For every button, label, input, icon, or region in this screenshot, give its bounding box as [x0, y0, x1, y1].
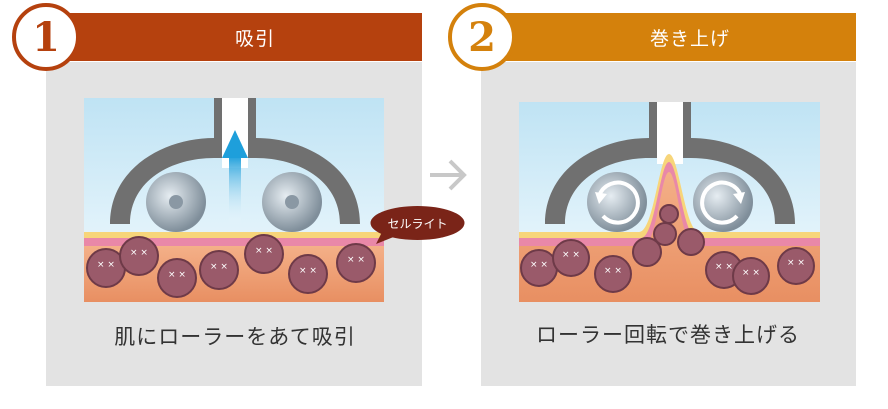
svg-text:× ×: × × [742, 268, 760, 278]
step-1-title: 吸引 [234, 27, 275, 50]
cellulite-label: セルライト [370, 206, 465, 244]
rotate-arrows-icon [597, 180, 640, 225]
step-1-caption: 肌にローラーをあて吸引 [114, 325, 356, 349]
svg-text:× ×: × × [168, 270, 186, 280]
svg-text:× ×: × × [787, 258, 805, 268]
chevron-right-icon [430, 159, 467, 191]
svg-text:× ×: × × [604, 266, 622, 276]
step-2-caption: ローラー回転で巻き上げる [536, 323, 800, 347]
step-1-header: 吸引 [48, 13, 422, 61]
suction-illustration: × × × × × × × × × × × × × × [84, 98, 384, 302]
speech-bubble [370, 206, 465, 244]
svg-text:× ×: × × [97, 260, 115, 270]
step-1-number: 1 [12, 3, 80, 71]
step-2-header: 巻き上げ [484, 13, 856, 61]
svg-text:× ×: × × [255, 246, 273, 256]
step-2-title: 巻き上げ [649, 27, 730, 50]
step-2-number: 2 [448, 3, 516, 71]
svg-text:× ×: × × [130, 248, 148, 258]
svg-text:× ×: × × [299, 266, 317, 276]
cellulite-label-text: セルライト [387, 216, 448, 231]
svg-text:× ×: × × [530, 260, 548, 270]
roll-up-illustration: × × × × × × × × × × × × [519, 102, 820, 302]
svg-text:× ×: × × [210, 262, 228, 272]
svg-text:× ×: × × [347, 255, 365, 265]
svg-text:× ×: × × [715, 262, 733, 272]
svg-text:× ×: × × [562, 250, 580, 260]
arrow-up-icon [222, 130, 248, 158]
